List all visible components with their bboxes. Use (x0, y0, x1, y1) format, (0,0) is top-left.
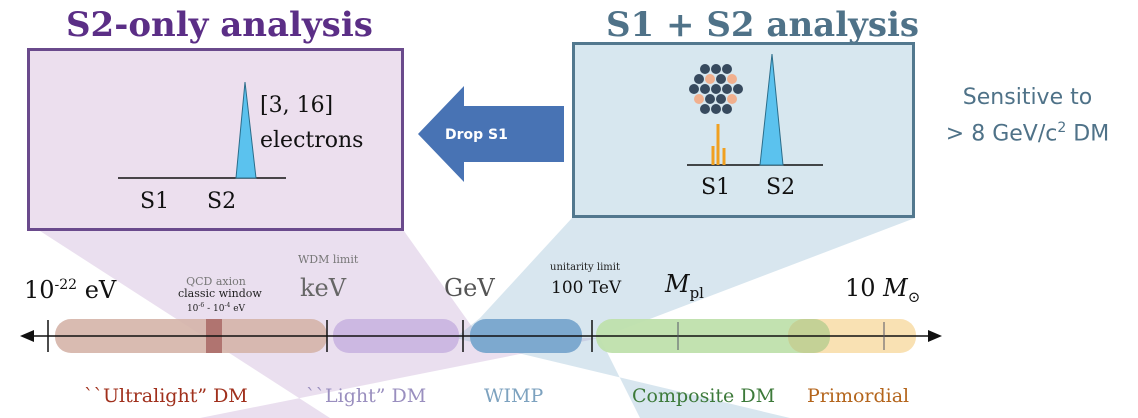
axis-right-arrowhead (928, 330, 942, 342)
scale-label-solar-mass: 10 M⊙ (845, 274, 921, 306)
unitarity-limit-label: unitarity limit (550, 262, 620, 273)
axis-left-arrowhead (20, 330, 34, 342)
s2-only-panel: [3, 16] electrons S1 S2 (27, 48, 404, 231)
s1-label: S1 (140, 189, 170, 214)
category-composite: Composite DM (632, 385, 776, 407)
electron-unit: electrons (260, 128, 364, 153)
s2-only-title: S2-only analysis (66, 5, 373, 45)
sensitivity-line2: > 8 GeV/c2 DM (945, 120, 1110, 147)
scale-label-ev: 10-22 eV (24, 276, 117, 304)
s1s2-projection-cone (455, 218, 915, 418)
qcd-axion-label: QCD axion classic window 10-6 - 10-4 eV (178, 275, 262, 315)
drop-s1-label: Drop S1 (445, 127, 508, 143)
scale-label-mpl: Mpl (665, 270, 704, 302)
scale-label-gev: GeV (444, 274, 495, 302)
category-wimp: WIMP (484, 385, 544, 407)
electron-range: [3, 16] (260, 93, 334, 118)
s1s2-panel: S1 S2 (572, 42, 915, 218)
scale-label-kev: keV (300, 274, 347, 302)
s2-peak (759, 53, 784, 166)
s1-label: S1 (701, 175, 731, 200)
s2-label: S2 (766, 175, 796, 200)
s2-label: S2 (207, 189, 237, 214)
drop-s1-arrow (418, 86, 564, 182)
scale-label-100tev: 100 TeV (551, 278, 622, 298)
category-light: ``Light” DM (306, 385, 427, 407)
wdm-limit-label: WDM limit (298, 253, 359, 266)
s1s2-waveform (687, 53, 823, 166)
pmt-array-icon (689, 64, 743, 114)
s2-peak (235, 81, 257, 179)
category-primordial: Primordial (807, 385, 910, 407)
sensitivity-note: Sensitive to > 8 GeV/c2 DM (920, 83, 1135, 149)
s1s2-title: S1 + S2 analysis (606, 5, 920, 45)
category-ultralight: ``Ultralight” DM (84, 385, 248, 407)
s2-only-waveform (118, 81, 286, 179)
sensitivity-line1: Sensitive to (962, 85, 1093, 110)
